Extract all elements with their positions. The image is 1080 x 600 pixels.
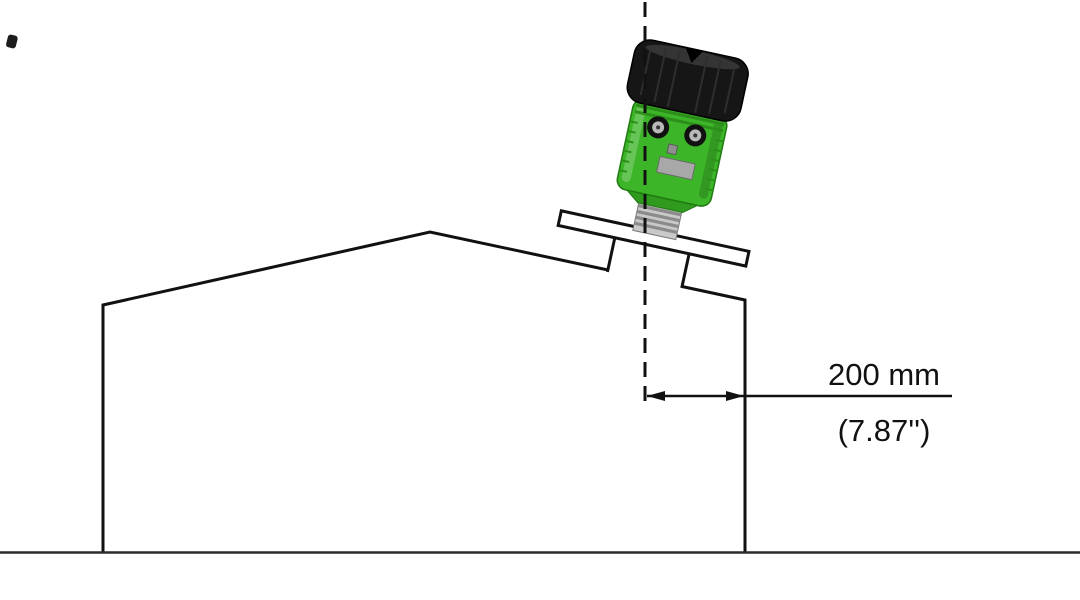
housing-rib	[635, 103, 725, 126]
offset-dimension: 200 mm (7.87'')	[647, 357, 952, 448]
housing-side-fins	[619, 120, 724, 192]
dimension-label-metric: 200 mm	[828, 357, 940, 392]
housing-screw	[666, 143, 679, 156]
nozzle-right-line	[680, 253, 691, 289]
radar-level-sensor	[616, 39, 749, 241]
housing-shade	[698, 121, 723, 199]
cable-gland-right	[684, 124, 707, 147]
tank-left-wall-and-roof	[101, 230, 609, 552]
arrowhead-right-icon	[726, 391, 744, 401]
stray-mark	[6, 34, 18, 49]
cable-gland-left	[647, 116, 670, 139]
neck-groove	[636, 209, 681, 223]
cap-notch	[685, 47, 704, 63]
housing-rib	[634, 110, 724, 133]
sensor-assembly	[556, 39, 751, 289]
neck-groove	[637, 203, 682, 217]
sensor-cap	[626, 39, 749, 122]
tank-outline	[101, 230, 747, 552]
tank-right-roof-and-wall	[681, 285, 747, 552]
arrowhead-left-icon	[647, 391, 665, 401]
nozzle-left-line	[605, 237, 617, 273]
cap-knurl-lines	[639, 49, 736, 115]
dimension-label-imperial: (7.87'')	[838, 413, 931, 448]
roof-nozzle	[605, 237, 691, 289]
housing-label-plate	[656, 155, 696, 181]
